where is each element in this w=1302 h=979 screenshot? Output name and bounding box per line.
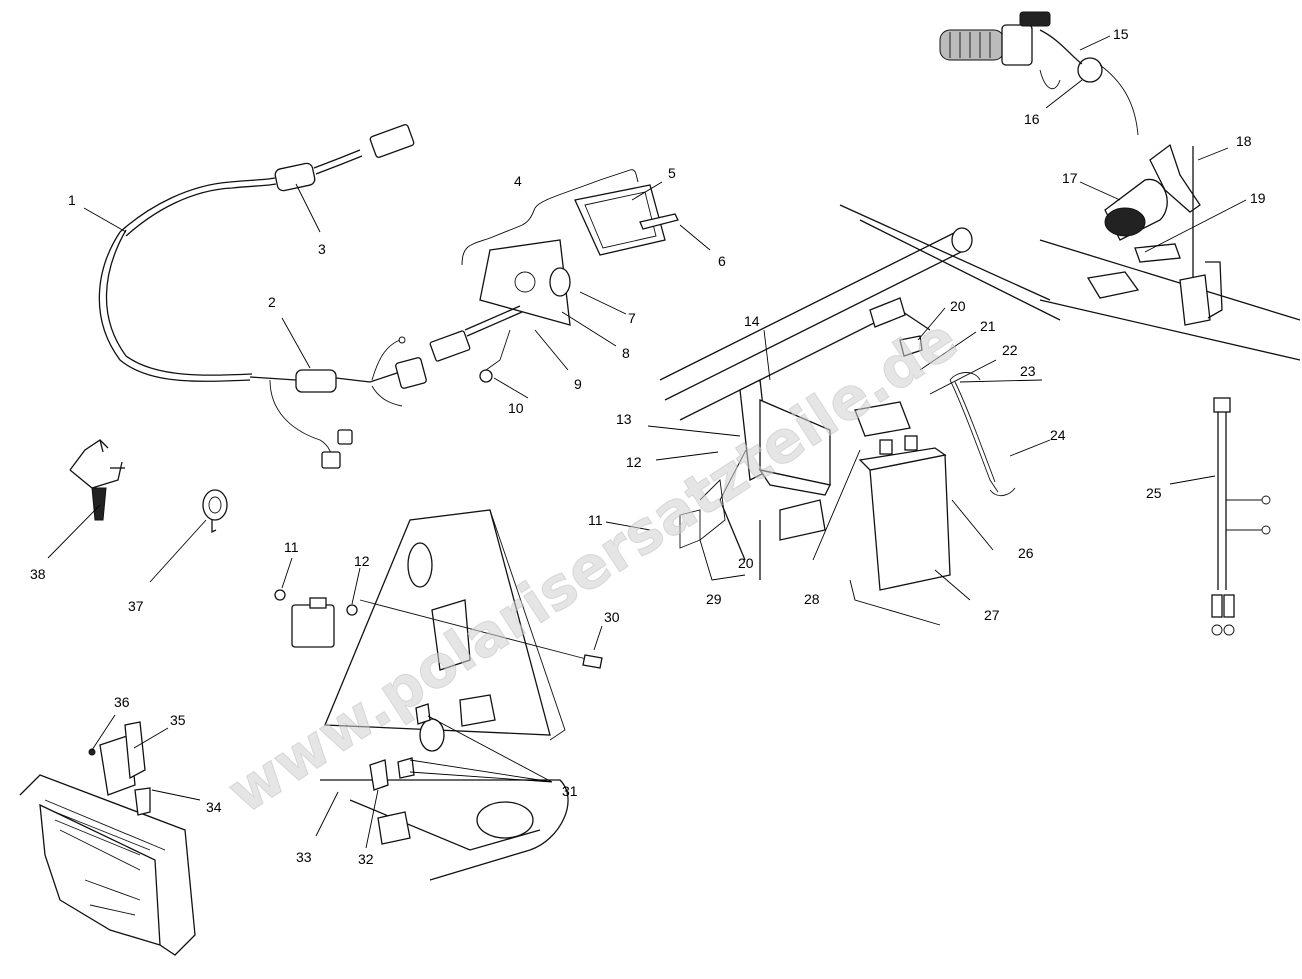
callout-28: 28: [804, 591, 820, 607]
callout-38: 38: [30, 566, 46, 582]
callout-25: 25: [1146, 485, 1162, 501]
callout-22: 22: [1002, 342, 1018, 358]
callout-11-bracket: 11: [588, 512, 603, 528]
callout-36: 36: [114, 694, 130, 710]
callout-15: 15: [1113, 26, 1129, 42]
callout-31: 31: [562, 783, 578, 799]
callout-16: 16: [1024, 111, 1040, 127]
grommet-37: [202, 489, 228, 534]
callout-35: 35: [170, 712, 186, 728]
callout-30: 30: [604, 609, 620, 625]
frame: [659, 204, 1061, 580]
callout-18: 18: [1236, 133, 1252, 149]
callout-19: 19: [1250, 190, 1266, 206]
horn-assembly: [1039, 143, 1301, 361]
leader-lines: [47, 35, 1247, 849]
rear-guard: [19, 721, 196, 956]
callout-6: 6: [718, 253, 726, 269]
callout-12-panel: 12: [354, 553, 370, 569]
callout-12-bracket: 12: [626, 454, 642, 470]
callout-13: 13: [616, 411, 632, 427]
callout-14: 14: [744, 313, 760, 329]
callout-21: 21: [980, 318, 996, 334]
handlebar-control: [939, 11, 1139, 136]
callout-23: 23: [1020, 363, 1036, 379]
callout-20-bottom: 20: [738, 555, 754, 571]
callout-3: 3: [318, 241, 326, 257]
callout-4: 4: [514, 173, 522, 189]
callout-9: 9: [574, 376, 582, 392]
wiring-harness: [98, 124, 427, 469]
callout-11-panel: 11: [284, 539, 299, 555]
callout-32: 32: [358, 851, 374, 867]
callout-27: 27: [984, 607, 1000, 623]
callout-7: 7: [628, 310, 636, 326]
support-panel: [274, 509, 603, 881]
callout-24: 24: [1050, 427, 1066, 443]
callout-37: 37: [128, 598, 144, 614]
callout-34: 34: [206, 799, 222, 815]
battery-assembly: [679, 335, 1016, 626]
callout-26: 26: [1018, 545, 1034, 561]
clip-38: [69, 439, 125, 521]
callout-2: 2: [268, 294, 276, 310]
callout-17: 17: [1062, 170, 1078, 186]
callout-1: 1: [68, 192, 76, 208]
wire-harness-25: [1211, 397, 1271, 636]
callout-numbers: 1 2 3 4 5 6 7 8 9 10 11 11 12 12 13 14 1…: [30, 26, 1266, 867]
callout-29: 29: [706, 591, 722, 607]
taillight-assembly: [429, 169, 679, 383]
callout-8: 8: [622, 345, 630, 361]
callout-20-top: 20: [950, 298, 966, 314]
callout-5: 5: [668, 165, 676, 181]
callout-10: 10: [508, 400, 524, 416]
callout-33: 33: [296, 849, 312, 865]
